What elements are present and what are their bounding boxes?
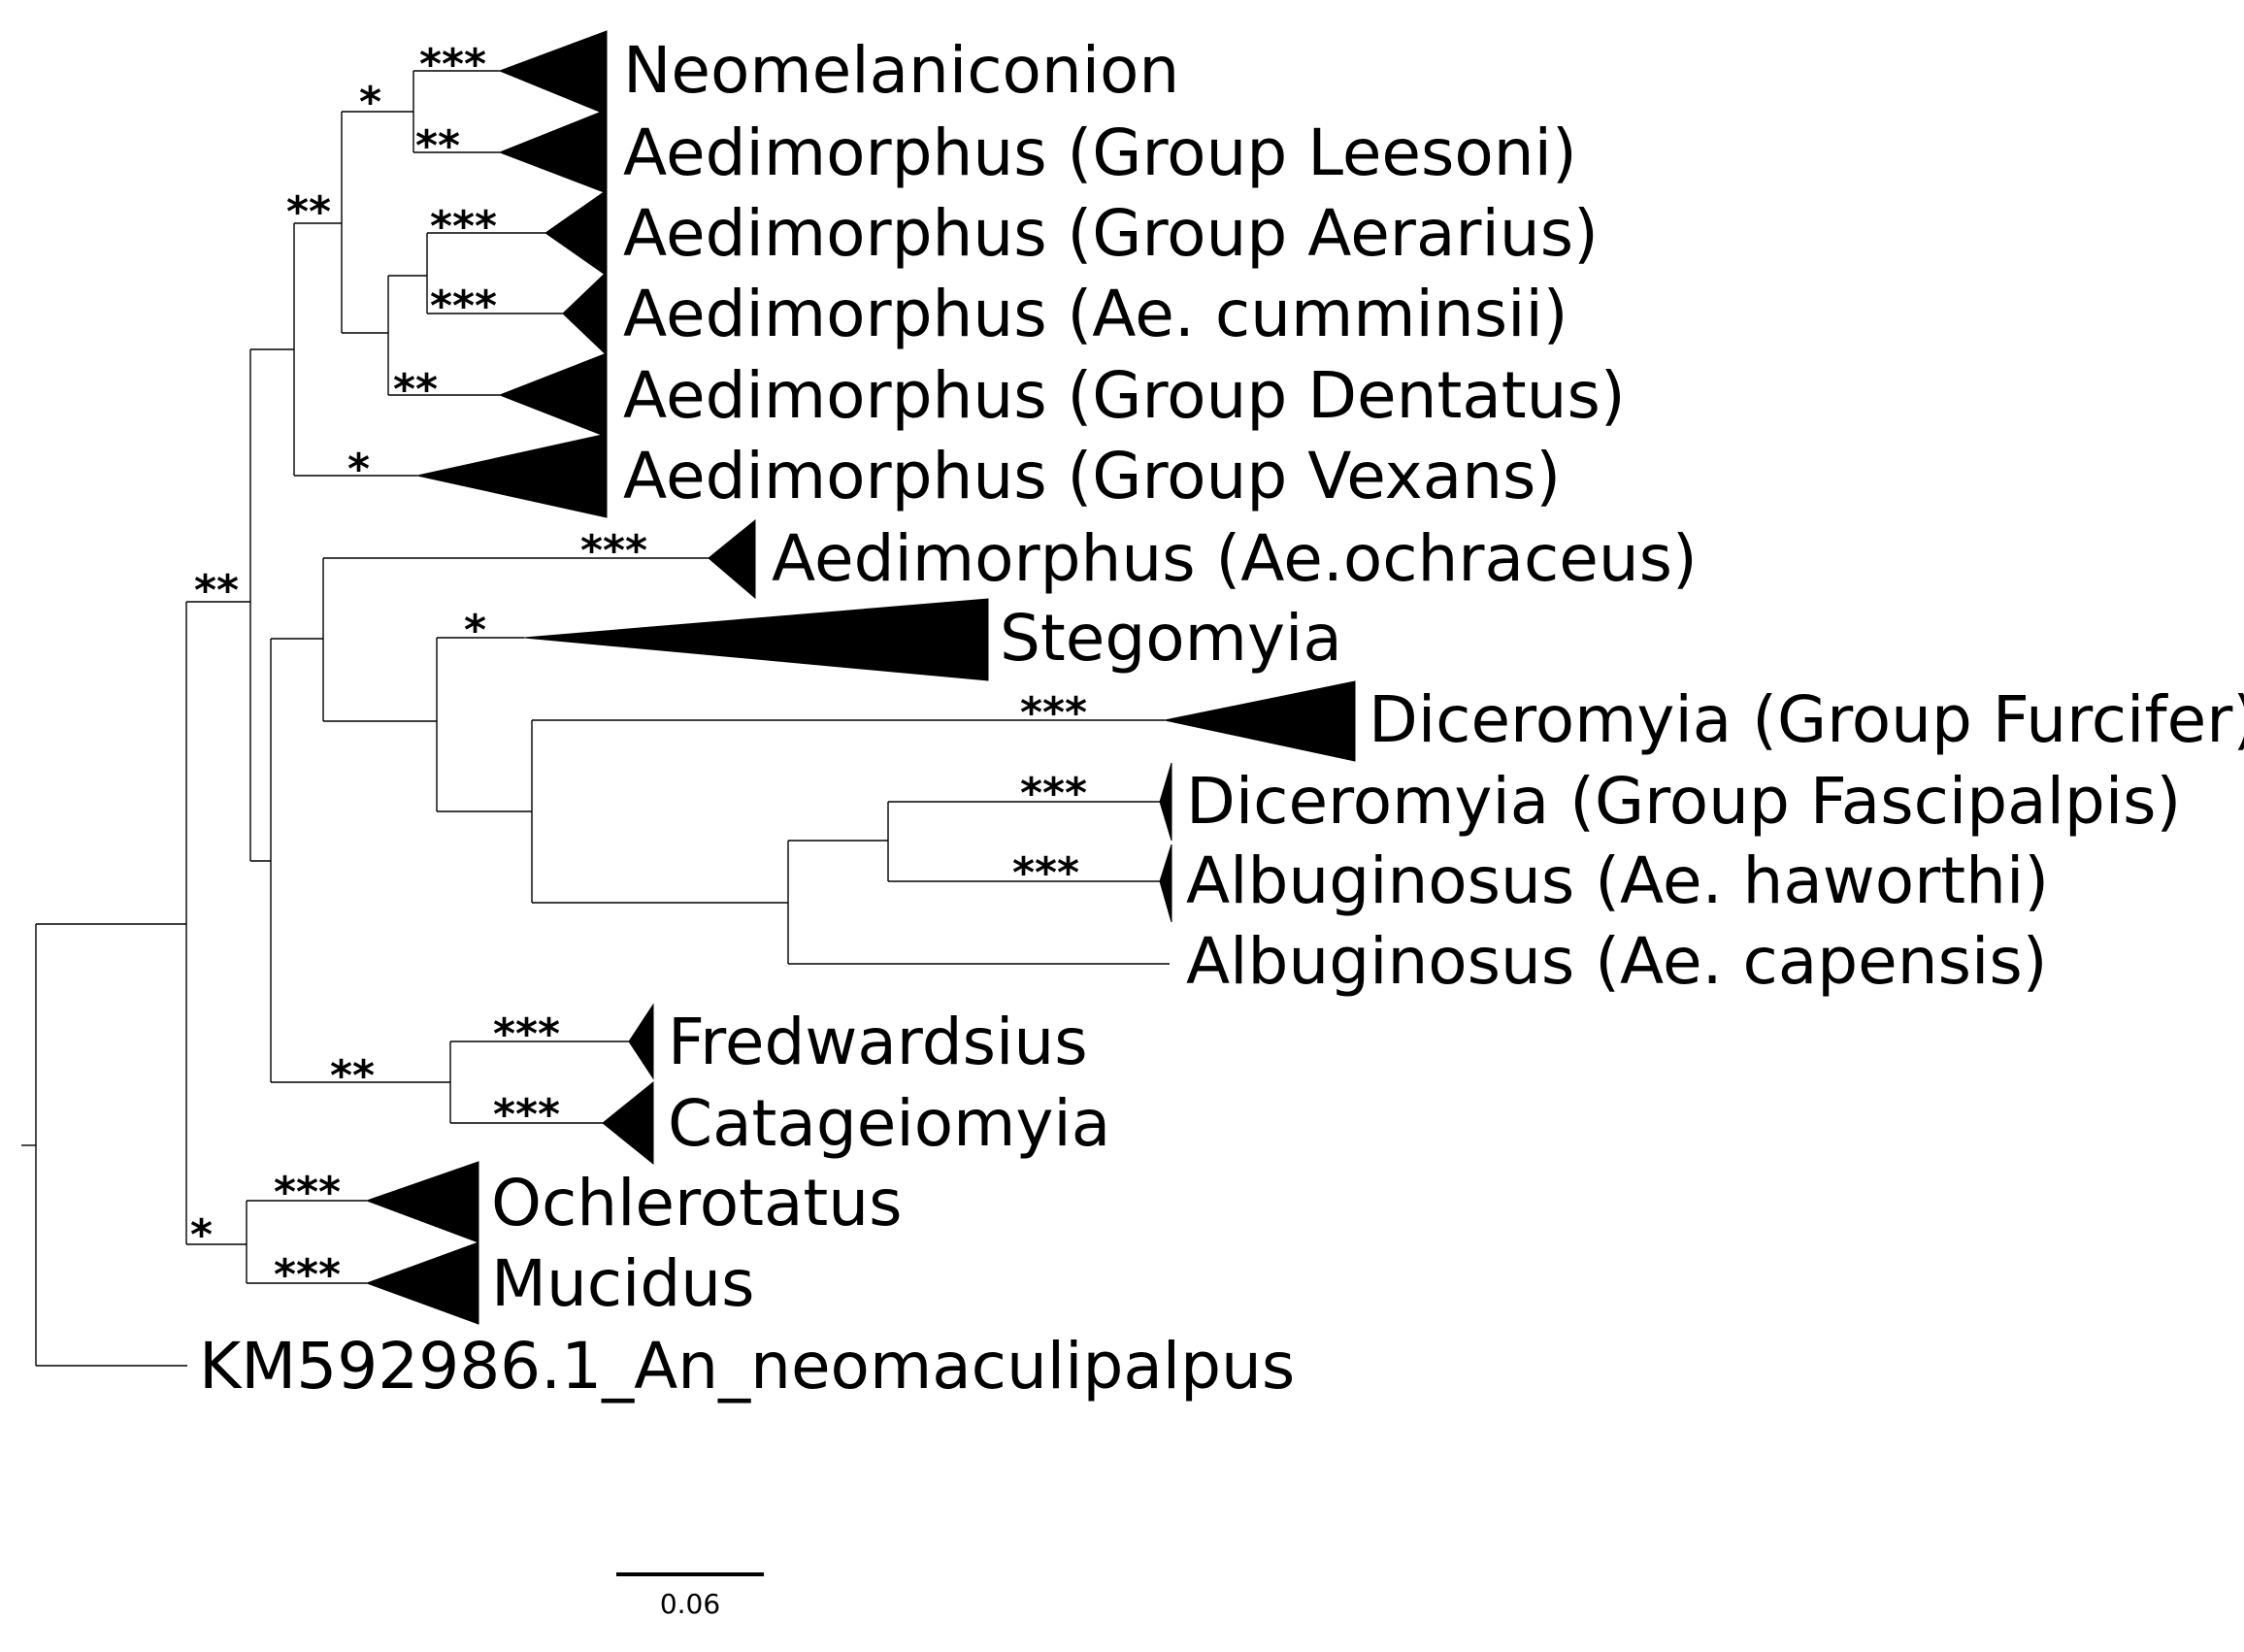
support-value: *** (419, 40, 486, 89)
taxon-label: Aedimorphus (Group Vexans) (623, 439, 1561, 513)
taxon-label: KM592986.1_An_neomaculipalpus (199, 1329, 1295, 1404)
support-value: ** (286, 187, 331, 237)
clade-triangle-aerarius (544, 189, 608, 277)
taxon-label: Neomelaniconion (623, 33, 1179, 108)
clade-triangle-neomelaniconion (498, 30, 608, 116)
scale-bar: 0.06 (616, 1572, 764, 1620)
taxon-label: Diceromyia (Group Furcifer) (1369, 682, 2244, 757)
collapsed-clades (365, 30, 1356, 1325)
taxon-label: Albuginosus (Ae. haworthi) (1186, 843, 2049, 918)
clade-triangle-haworthi (1159, 843, 1172, 923)
support-value: *** (1020, 769, 1087, 818)
support-value: * (190, 1210, 213, 1260)
taxon-labels: Neomelaniconion Aedimorphus (Group Leeso… (199, 33, 2244, 1404)
clade-triangle-ochraceus (708, 518, 756, 600)
tree-branches (21, 70, 1170, 1367)
clade-triangle-fascipalpis (1159, 762, 1172, 842)
clade-triangle-stegomyia (523, 598, 989, 681)
support-value: *** (580, 526, 647, 576)
support-value: * (347, 445, 370, 494)
support-value: ** (194, 566, 239, 615)
taxon-label: Aedimorphus (Ae. cumminsii) (623, 277, 1568, 351)
clade-triangle-mucidus (365, 1241, 479, 1325)
taxon-label: Aedimorphus (Group Leesoni) (623, 116, 1577, 190)
clade-triangle-fredwardsius (628, 1003, 654, 1080)
clade-triangle-furcifer (1164, 680, 1356, 762)
taxon-label: Ochlerotatus (491, 1166, 903, 1240)
taxon-label: Aedimorphus (Group Dentatus) (623, 358, 1626, 433)
scale-bar-label: 0.06 (660, 1588, 720, 1620)
support-value: *** (493, 1090, 560, 1140)
support-value: * (464, 606, 486, 655)
support-value: *** (430, 281, 497, 331)
support-value: *** (430, 202, 497, 251)
taxon-label: Mucidus (491, 1246, 755, 1321)
taxon-label: Albuginosus (Ae. capensis) (1186, 924, 2047, 999)
support-value: * (359, 78, 381, 127)
clade-triangle-dentatus (498, 352, 608, 438)
support-value: *** (493, 1009, 560, 1059)
clade-triangle-vexans (416, 433, 608, 518)
support-value: *** (274, 1250, 341, 1300)
clade-triangle-catageiomyia (602, 1080, 654, 1166)
support-value: ** (393, 365, 438, 414)
clade-triangle-ochlerotatus (365, 1161, 479, 1243)
taxon-label: Aedimorphus (Ae.ochraceus) (772, 521, 1698, 596)
taxon-label: Catageiomyia (668, 1086, 1110, 1161)
taxon-label: Stegomyia (1000, 601, 1342, 676)
taxon-label: Diceromyia (Group Fascipalpis) (1186, 764, 2181, 839)
taxon-label: Fredwardsius (668, 1005, 1088, 1079)
support-value: ** (330, 1051, 375, 1101)
support-value: *** (274, 1168, 341, 1217)
clade-triangle-cumminsii (562, 270, 608, 357)
support-value: *** (1012, 848, 1079, 898)
support-value: *** (1020, 688, 1087, 738)
taxon-label: Aedimorphus (Group Aerarius) (623, 196, 1599, 271)
support-value: ** (415, 121, 460, 171)
clade-triangle-leesoni (498, 109, 608, 194)
support-values: *** ** * *** *** ** ** * *** * *** *** *… (190, 40, 1087, 1300)
